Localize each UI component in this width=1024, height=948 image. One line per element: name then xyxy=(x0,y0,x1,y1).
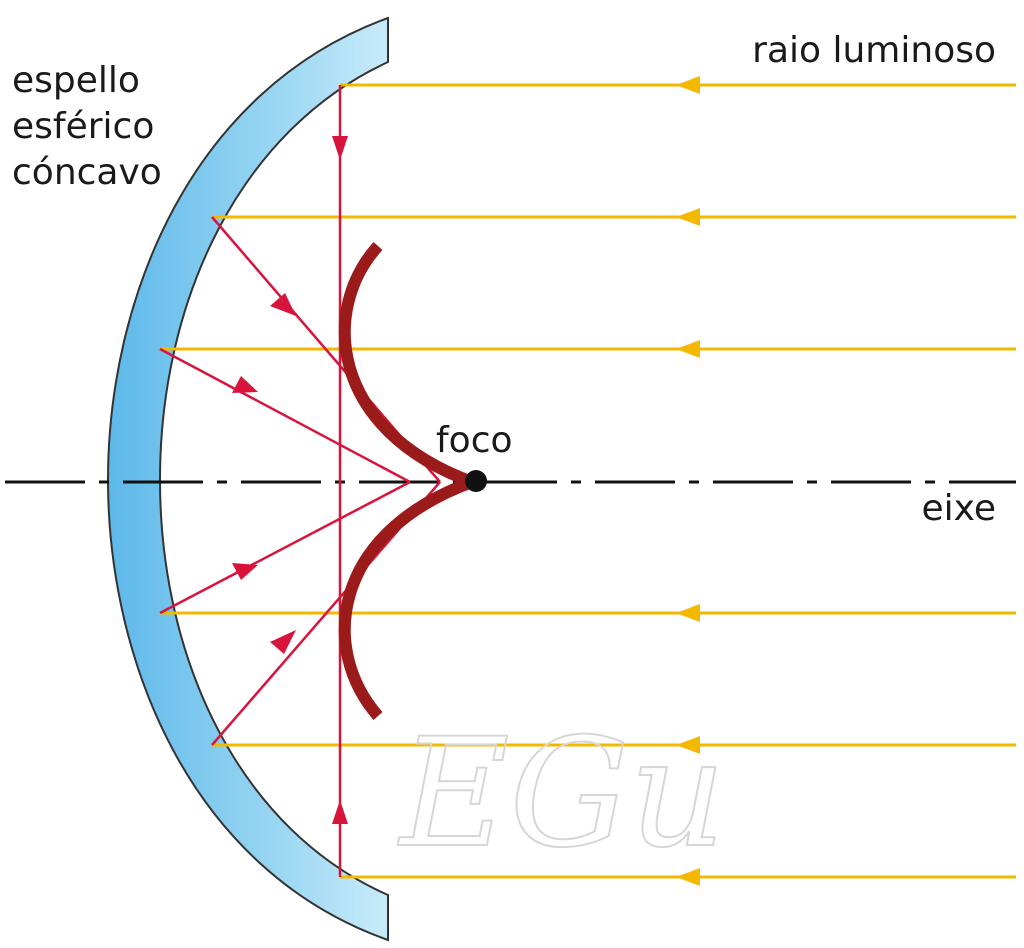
axis-label: eixe xyxy=(922,488,997,529)
incident-arrow-1 xyxy=(676,76,700,94)
reflected-arrow-2 xyxy=(270,293,296,316)
focus-point xyxy=(465,470,487,492)
incident-arrow-4 xyxy=(676,604,700,622)
focus-label: foco xyxy=(436,420,513,461)
incident-arrow-3 xyxy=(676,340,700,358)
mirror-label-line1: espello xyxy=(12,60,140,101)
mirror-label-line3: cóncavo xyxy=(12,152,162,193)
concave-mirror xyxy=(106,16,389,942)
incident-arrow-2 xyxy=(676,208,700,226)
incident-arrow-5 xyxy=(676,736,700,754)
reflected-ray-4 xyxy=(159,480,411,615)
reflected-arrow-3 xyxy=(232,376,258,393)
light-ray-label: raio luminoso xyxy=(752,30,996,71)
incident-ray-arrows xyxy=(676,76,700,886)
reflected-ray-3 xyxy=(159,347,411,484)
reflected-arrow-5 xyxy=(270,630,296,654)
reflected-arrow-1-down xyxy=(332,136,348,160)
incident-arrow-6 xyxy=(676,868,700,886)
mirror-label-line2: esférico xyxy=(12,106,154,147)
reflected-arrow-1-up xyxy=(332,800,348,824)
reflected-arrow-4 xyxy=(232,563,258,580)
watermark: EGu xyxy=(397,707,726,881)
reflected-ray-arrows xyxy=(232,136,348,824)
